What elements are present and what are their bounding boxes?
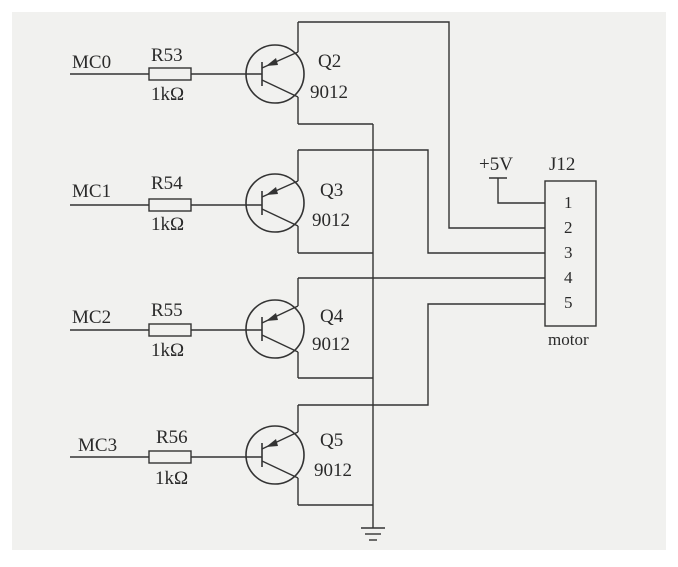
paper-background bbox=[12, 12, 666, 550]
r53-value-label: 1kΩ bbox=[151, 84, 184, 105]
q5-collector-lead bbox=[261, 460, 299, 479]
j12-pin-2-label: 2 bbox=[564, 218, 573, 237]
q4-part-label: 9012 bbox=[312, 334, 350, 355]
q2-collector-lead bbox=[261, 79, 299, 98]
stage-q5: MC3 R56 1kΩ Q5 9012 bbox=[70, 405, 352, 505]
stage-q4: MC2 R55 1kΩ Q4 9012 bbox=[70, 278, 350, 378]
q2-transistor-body bbox=[245, 44, 305, 104]
j12-name-label: motor bbox=[548, 330, 589, 349]
mc0-label: MC0 bbox=[72, 52, 111, 73]
q3-ref-label: Q3 bbox=[320, 180, 343, 201]
q4-ref-label: Q4 bbox=[320, 306, 344, 327]
r56-label: R56 bbox=[156, 427, 188, 448]
q4-emitter-arrow bbox=[266, 313, 278, 321]
q2-emitter-arrow bbox=[266, 58, 278, 66]
r53-label: R53 bbox=[151, 45, 183, 66]
r54-label: R54 bbox=[151, 173, 183, 194]
j12-body bbox=[544, 180, 597, 327]
mc3-label: MC3 bbox=[78, 435, 117, 456]
q5-transistor-body bbox=[245, 425, 305, 485]
q2-ref-label: Q2 bbox=[318, 51, 341, 72]
bus-wiring bbox=[298, 21, 545, 528]
q4-collector-lead bbox=[261, 334, 299, 353]
r54-value-label: 1kΩ bbox=[151, 214, 184, 235]
r55-value-label: 1kΩ bbox=[151, 340, 184, 361]
q3-collector-lead bbox=[261, 208, 299, 227]
j12-pin-1-label: 1 bbox=[564, 193, 573, 212]
q3-emitter-arrow bbox=[266, 187, 278, 195]
r55-label: R55 bbox=[151, 300, 183, 321]
vcc-label: +5V bbox=[479, 154, 513, 175]
j12-pin-5-label: 5 bbox=[564, 293, 573, 312]
q5-to-pin5-wire bbox=[298, 303, 545, 406]
q3-part-label: 9012 bbox=[312, 210, 350, 231]
vcc-to-pin1-wire bbox=[497, 178, 545, 204]
q3-transistor-body bbox=[245, 173, 305, 233]
connector-j12: J12 1 2 3 4 5 motor bbox=[544, 154, 597, 349]
ground-symbol-icon bbox=[361, 527, 385, 541]
q5-emitter-arrow bbox=[266, 439, 278, 447]
mc2-label: MC2 bbox=[72, 307, 111, 328]
q2-to-pin2-wire bbox=[298, 21, 545, 229]
r56-value-label: 1kΩ bbox=[155, 468, 188, 489]
stage-q2: MC0 R53 1kΩ Q2 9012 bbox=[70, 22, 348, 124]
q2-part-label: 9012 bbox=[310, 82, 348, 103]
stage-q3: MC1 R54 1kΩ Q3 9012 bbox=[70, 150, 350, 253]
q4-transistor-body bbox=[245, 299, 305, 359]
j12-pin-4-label: 4 bbox=[564, 268, 573, 287]
q5-part-label: 9012 bbox=[314, 460, 352, 481]
q3-to-pin3-wire bbox=[298, 149, 545, 254]
mc1-label: MC1 bbox=[72, 181, 111, 202]
j12-ref-label: J12 bbox=[549, 154, 575, 175]
j12-pin-3-label: 3 bbox=[564, 243, 573, 262]
q5-ref-label: Q5 bbox=[320, 430, 343, 451]
